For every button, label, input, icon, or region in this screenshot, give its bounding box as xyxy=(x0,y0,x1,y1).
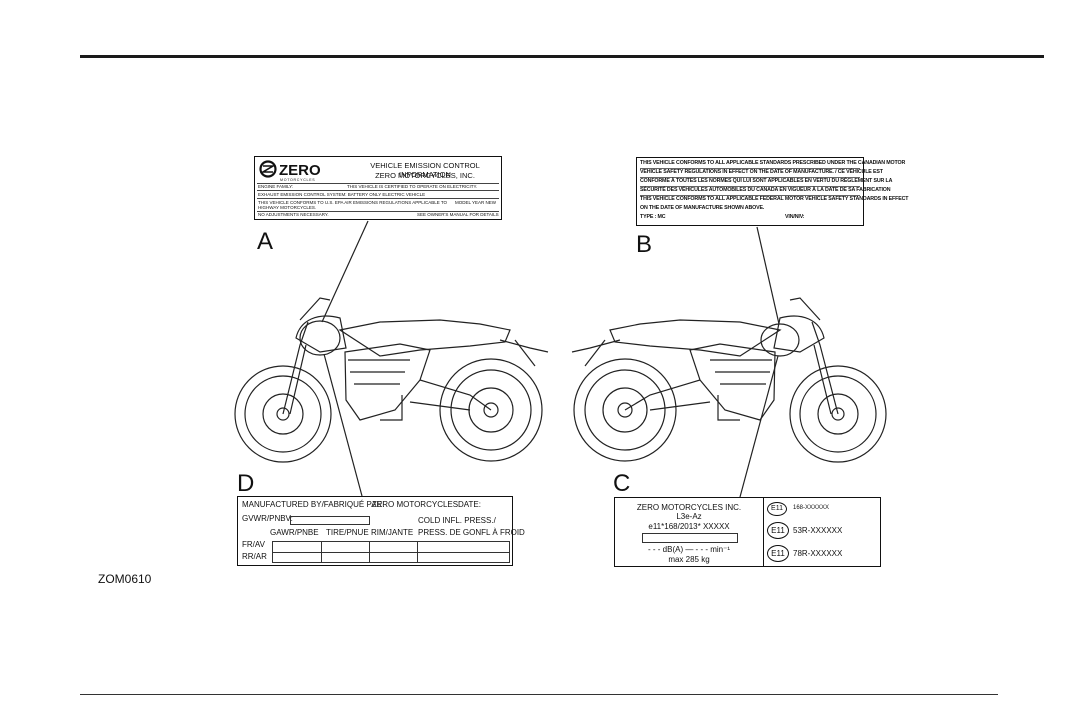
logo-wordmark: ZERO xyxy=(279,162,321,179)
standards-line: THIS VEHICLE CONFORMS TO ALL APPLICABLE … xyxy=(640,160,906,166)
divider xyxy=(640,177,860,178)
figure-id: ZOM0610 xyxy=(98,572,152,586)
standards-line: SÉCURITÉ DES VÉHICULES AUTOMOBILES DU CA… xyxy=(640,187,891,193)
label-a-header-2: ZERO MOTORCYCLES, INC. xyxy=(375,171,475,180)
tire-label: TIRE/PNUE xyxy=(326,528,369,537)
manufactured-by: MANUFACTURED BY/FABRIQUÉ PAR: xyxy=(242,500,385,509)
divider xyxy=(257,211,499,212)
gvwr-label: GVWR/PNBV: xyxy=(242,514,293,523)
standards-line: CONFORME À TOUTES LES NORMES QUI LUI SON… xyxy=(640,178,893,184)
fr-av-label: FR/AV xyxy=(242,540,265,549)
right-motorcycle xyxy=(571,297,887,463)
header-rule xyxy=(80,55,1044,58)
conforms-text: THIS VEHICLE CONFORMS TO U.S. EPA AIR EM… xyxy=(258,200,448,205)
divider xyxy=(257,198,499,199)
max-mass: max 285 kg xyxy=(668,555,710,564)
safety-standards-label: THIS VEHICLE CONFORMS TO ALL APPLICABLE … xyxy=(636,157,908,226)
certified-text: THIS VEHICLE IS CERTIFIED TO OPERATE ON … xyxy=(347,184,478,189)
approval-code-2: 53R-XXXXXX xyxy=(793,526,843,535)
approval-code-3: 78R-XXXXXX xyxy=(793,549,843,558)
emark-icon: E11 xyxy=(767,502,787,516)
highway-text: HIGHWAY MOTORCYCLES. xyxy=(258,205,317,210)
type-approval-label: ZERO MOTORCYCLES INC. L3e-Az e11*168/201… xyxy=(614,497,881,567)
maker-name: ZERO MOTORCYCLES xyxy=(372,500,459,509)
emark-icon: E11 xyxy=(767,522,789,539)
zero-logo: ZERO MOTORCYCLES xyxy=(259,160,321,182)
divider xyxy=(640,168,860,169)
see-manual: SEE OWNER'S MANUAL FOR DETAILS xyxy=(417,212,499,217)
divider xyxy=(257,183,499,184)
standards-line: VEHICLE SAFETY REGULATIONS IN EFFECT ON … xyxy=(640,169,883,175)
divider xyxy=(640,186,860,187)
footer-rule xyxy=(80,694,998,695)
cold-infl-label: COLD INFL. PRESS./ xyxy=(418,516,496,525)
vin-label: VIN/NIV: xyxy=(785,214,805,220)
press-de-label: PRESS. DE GONFL À FROID xyxy=(418,528,525,537)
tire-info-label: MANUFACTURED BY/FABRIQUÉ PAR: ZERO MOTOR… xyxy=(237,496,525,566)
grid-line xyxy=(369,542,370,562)
date-label: DATE: xyxy=(458,500,481,509)
no-adjustments: NO ADJUSTMENTS NECESSARY. xyxy=(258,212,329,217)
maker-name: ZERO MOTORCYCLES INC. xyxy=(636,503,742,512)
callout-b: B xyxy=(636,231,653,258)
standards-line: ON THE DATE OF MANUFACTURE SHOWN ABOVE. xyxy=(640,205,765,211)
logo-subtext: MOTORCYCLES xyxy=(280,178,315,182)
noise-level: - - - dB(A) — - - - min⁻¹ xyxy=(648,545,730,554)
exhaust-system: EXHAUST EMISSION CONTROL SYSTEM: BATTERY… xyxy=(258,192,426,197)
model-year: MODEL YEAR NEW xyxy=(455,200,497,205)
divider xyxy=(763,498,764,566)
label-a-header-1: VEHICLE EMISSION CONTROL INFORMATION xyxy=(370,161,480,179)
grid-line xyxy=(417,542,418,562)
emission-control-label: ZERO MOTORCYCLES VEHICLE EMISSION CONTRO… xyxy=(254,156,502,220)
divider xyxy=(257,190,499,191)
tire-grid xyxy=(272,541,510,563)
vehicle-category: L3e-Az xyxy=(676,512,702,521)
callout-a: A xyxy=(257,228,274,255)
engine-family: ENGINE FAMILY: xyxy=(258,184,294,189)
callout-d: D xyxy=(237,470,255,497)
approval-number: e11*168/2013* XXXXX xyxy=(648,522,730,531)
standards-line: THIS VEHICLE CONFORMS TO ALL APPLICABLE … xyxy=(640,196,909,202)
divider xyxy=(640,195,860,196)
rim-label: RIM/JANTE xyxy=(371,528,414,537)
type-label: TYPE : MC xyxy=(640,214,666,220)
emark-icon: E11 xyxy=(767,545,789,562)
rr-ar-label: RR/AR xyxy=(242,552,267,561)
blank-field xyxy=(642,533,738,543)
left-motorcycle xyxy=(234,297,549,463)
callout-c: C xyxy=(613,470,631,497)
grid-line xyxy=(321,542,322,562)
gawr-label: GAWR/PNBE xyxy=(270,528,319,537)
grid-line xyxy=(273,552,509,553)
gvwr-field xyxy=(290,516,370,525)
approval-code-1: 168-XXXXXX xyxy=(793,505,830,511)
